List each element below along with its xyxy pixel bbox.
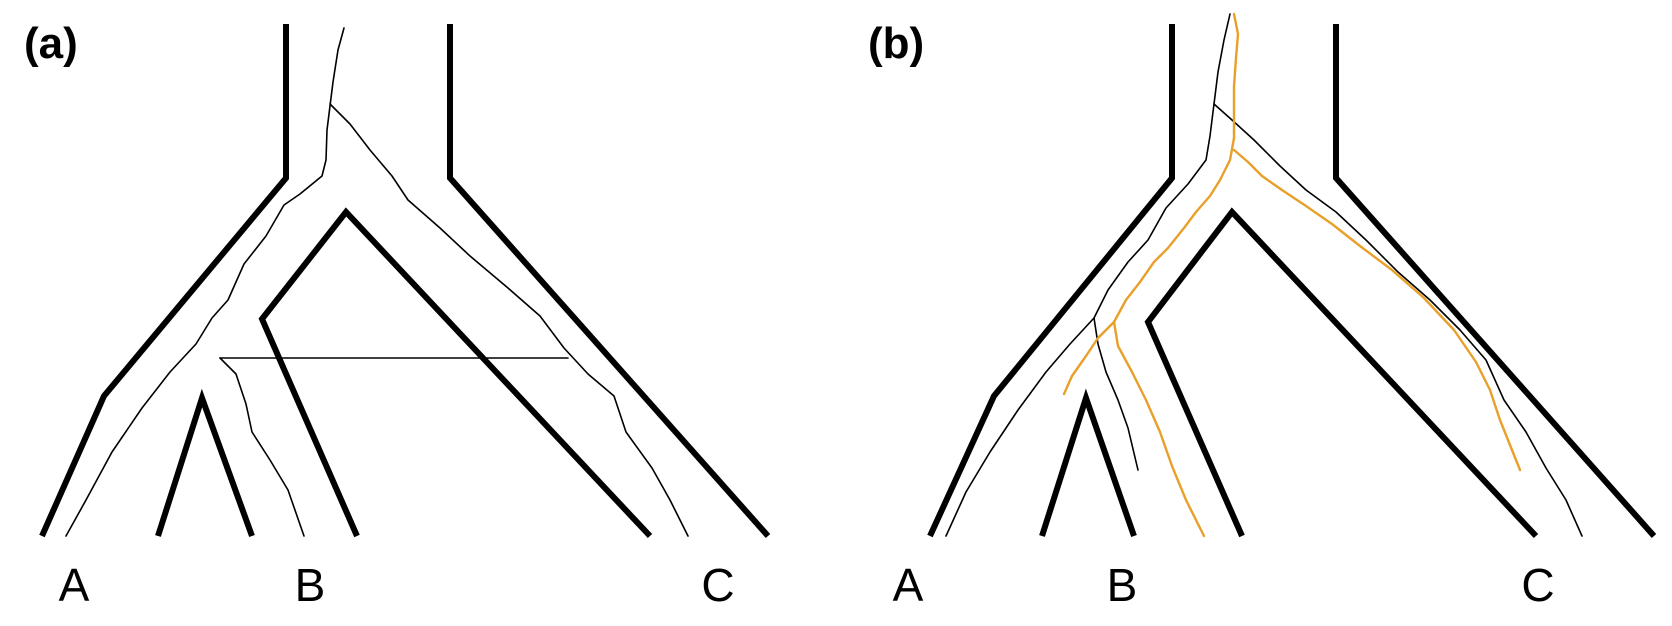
species-tree-inner-ab-c bbox=[1144, 207, 1539, 539]
species-tree-inner-a-b bbox=[155, 388, 255, 538]
panel-label-b: (b) bbox=[868, 19, 925, 68]
species-tree-outer-right bbox=[1333, 24, 1657, 538]
panel-a: (a) A B C bbox=[24, 19, 771, 611]
species-tree-outer-left bbox=[39, 24, 289, 538]
panel-label-a: (a) bbox=[24, 19, 78, 68]
gene-lineage-c bbox=[329, 103, 689, 537]
tip-label-b: B bbox=[1106, 559, 1138, 611]
species-tree-outer-right bbox=[447, 24, 771, 538]
species-tree-inner-a-b bbox=[1039, 388, 1137, 537]
tip-label-a: A bbox=[58, 559, 90, 611]
tip-label-a: A bbox=[892, 559, 924, 611]
gene-lineage-a bbox=[945, 13, 1231, 537]
gene-lineage-b bbox=[219, 357, 305, 537]
highlighted-lineage-branch-left bbox=[1062, 320, 1116, 396]
species-tree-diagram-b bbox=[927, 12, 1657, 539]
highlighted-lineage bbox=[1112, 12, 1240, 538]
highlighted-lineage-branch-c bbox=[1232, 148, 1522, 472]
panel-b: (b) A B C bbox=[836, 0, 1672, 626]
tip-label-c: C bbox=[701, 559, 735, 611]
species-tree-outer-left bbox=[927, 24, 1175, 538]
tip-label-c: C bbox=[1521, 559, 1555, 611]
species-tree-inner-ab-c bbox=[258, 207, 653, 539]
tip-label-b: B bbox=[294, 559, 326, 611]
gene-lineage-c bbox=[1213, 103, 1583, 537]
species-tree-diagram-a bbox=[39, 24, 771, 539]
gene-lineage-a bbox=[65, 27, 345, 537]
